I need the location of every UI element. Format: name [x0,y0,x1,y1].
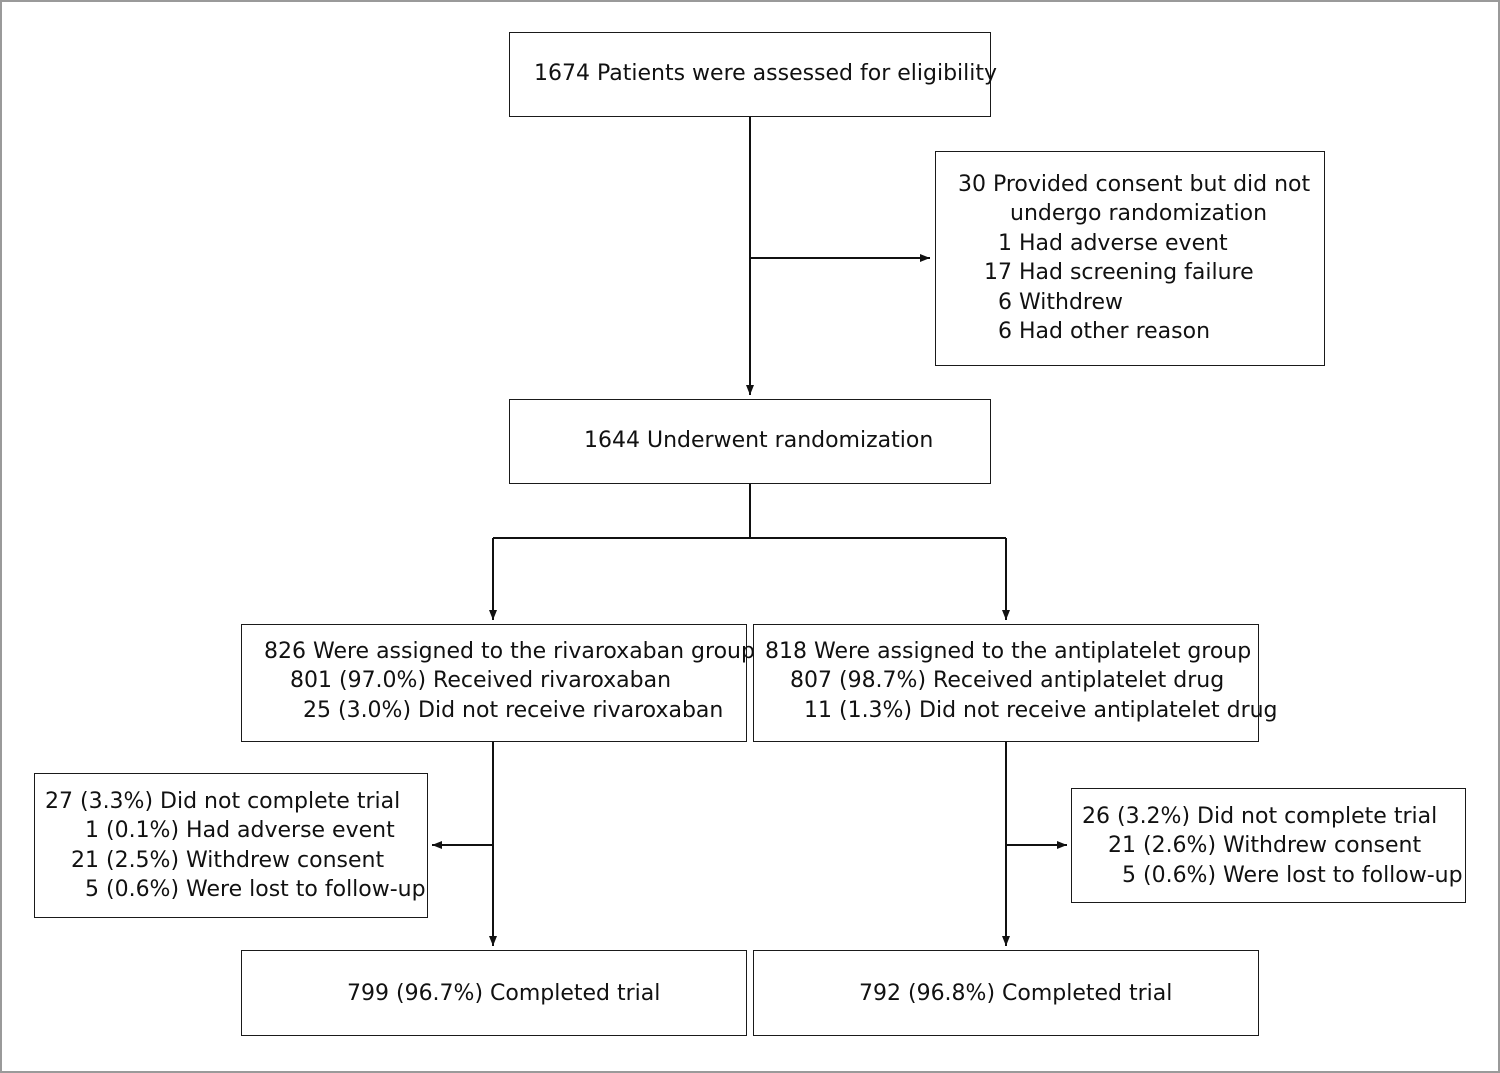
excluded-box: 30 Provided consent but did not undergo … [935,151,1325,366]
excluded-reason: 6 Withdrew [998,290,1123,315]
antiplatelet-received: 807 (98.7%) Received antiplatelet drug [790,668,1225,693]
antiplatelet-not-completed-reason: 21 (2.6%) Withdrew consent [1108,833,1422,858]
excluded-reason: 6 Had other reason [998,319,1211,344]
randomized-box: 1644 Underwent randomization [509,399,991,484]
antiplatelet-completed-box: 792 (96.8%) Completed trial [753,950,1259,1036]
antiplatelet-not-completed-box: 26 (3.2%) Did not complete trial 21 (2.6… [1071,788,1466,903]
excluded-title-line2: undergo randomization [1010,201,1268,226]
rivaroxaban-not-completed-reason: 21 (2.5%) Withdrew consent [71,848,385,873]
excluded-title-line1: 30 Provided consent but did not [958,172,1311,197]
rivaroxaban-received: 801 (97.0%) Received rivaroxaban [290,668,672,693]
excluded-reason: 1 Had adverse event [998,231,1228,256]
antiplatelet-not-completed-reason: 5 (0.6%) Were lost to follow-up [1122,863,1463,888]
rivaroxaban-group-box: 826 Were assigned to the rivaroxaban gro… [241,624,755,742]
rivaroxaban-completed-box: 799 (96.7%) Completed trial [241,950,747,1036]
rivaroxaban-not-completed-title: 27 (3.3%) Did not complete trial [45,789,401,814]
rivaroxaban-not-completed-reason: 5 (0.6%) Were lost to follow-up [85,877,426,902]
assessed-text: 1674 Patients were assessed for eligibil… [534,61,998,86]
antiplatelet-assigned: 818 Were assigned to the antiplatelet gr… [765,639,1252,664]
antiplatelet-group-box: 818 Were assigned to the antiplatelet gr… [753,624,1278,742]
antiplatelet-completed-text: 792 (96.8%) Completed trial [859,981,1173,1006]
rivaroxaban-not-completed-reason: 1 (0.1%) Had adverse event [85,818,395,843]
rivaroxaban-not-completed-box: 27 (3.3%) Did not complete trial 1 (0.1%… [34,773,428,918]
excluded-reason: 17 Had screening failure [984,260,1254,285]
antiplatelet-not-completed-title: 26 (3.2%) Did not complete trial [1082,804,1438,829]
rivaroxaban-completed-text: 799 (96.7%) Completed trial [347,981,661,1006]
randomized-text: 1644 Underwent randomization [584,428,934,453]
antiplatelet-not-received: 11 (1.3%) Did not receive antiplatelet d… [804,698,1278,723]
rivaroxaban-not-received: 25 (3.0%) Did not receive rivaroxaban [303,698,724,723]
assessed-box: 1674 Patients were assessed for eligibil… [509,32,997,117]
rivaroxaban-assigned: 826 Were assigned to the rivaroxaban gro… [264,639,755,664]
